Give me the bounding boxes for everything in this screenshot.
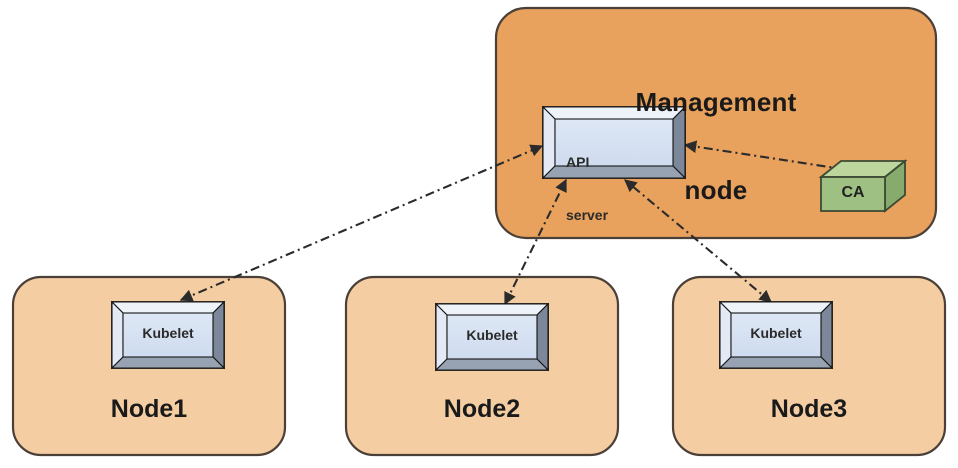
ca-box[interactable] (818, 159, 908, 213)
node1-kubelet-bevel-top (110, 301, 226, 314)
node2-kubelet-bevel-bottom (434, 358, 550, 371)
node3-kubelet-bevel-bottom (718, 356, 834, 369)
node3-kubelet-box[interactable] (718, 300, 834, 370)
node2-kubelet-box[interactable] (434, 302, 550, 372)
api-server-box[interactable] (541, 105, 687, 180)
ca-front-face (820, 176, 886, 212)
api-server-bevel-top (541, 106, 687, 120)
node1-kubelet-bevel-bottom (110, 356, 226, 369)
connector-node2-kubelet-api-server (504, 178, 567, 306)
connector-api-server-ca (683, 140, 864, 177)
api-server-bevel-bottom (541, 165, 687, 179)
node1-kubelet-box[interactable] (110, 300, 226, 370)
api-server-face (554, 118, 674, 167)
node3-kubelet-bevel-top (718, 301, 834, 314)
connector-lines: API server --> API server --> API server… (179, 140, 864, 306)
node3-kubelet-face (730, 312, 822, 358)
node2-kubelet-bevel-top (434, 303, 550, 316)
connector-node1-kubelet-api-server (179, 144, 544, 302)
connector-node3-kubelet-api-server (624, 179, 772, 303)
node2-kubelet-face (446, 314, 538, 360)
node1-kubelet-face (122, 312, 214, 358)
